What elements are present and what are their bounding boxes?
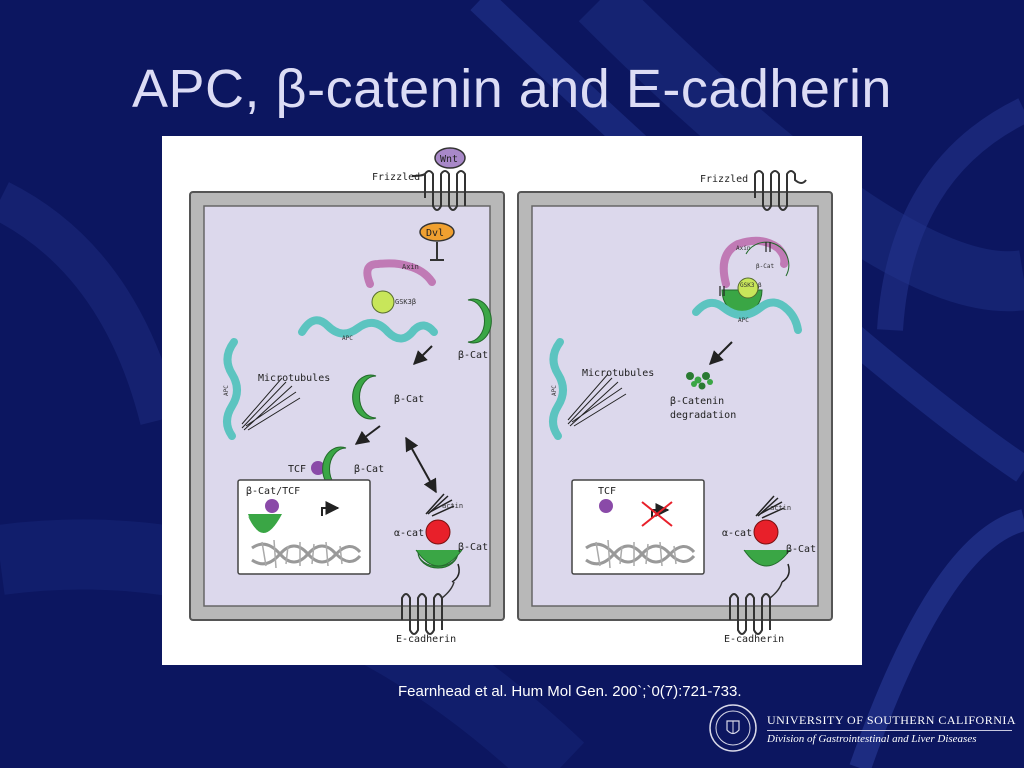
pathway-figure: Frizzled Wnt Dvl Axin GSK3β APC β-Cat AP… <box>162 136 862 665</box>
apc-label-wavy-right: APC <box>738 317 749 324</box>
microtubules-label-right: Microtubules <box>582 368 654 379</box>
beta-cat-label-2: β-Cat <box>394 394 424 405</box>
gsk3b-label-left: GSK3β <box>395 298 416 306</box>
university-name: UNIVERSITY OF SOUTHERN CALIFORNIA <box>767 713 1017 727</box>
axin-left: Axin <box>363 259 436 288</box>
frizzled-label-right: Frizzled <box>700 174 748 185</box>
wnt-label: Wnt <box>440 154 458 165</box>
beta-catenin-cytoplasm-1: β-Cat <box>458 298 492 361</box>
citation: Fearnhead et al. Hum Mol Gen. 200`;`0(7)… <box>398 683 742 700</box>
frizzled-receptor-right <box>754 170 807 211</box>
footer-divider <box>767 730 1012 731</box>
microtubules-apc-left: APC Microtubules <box>223 338 330 440</box>
alpha-cat-label-left: α-cat <box>394 528 424 539</box>
apc-wavy-left: APC <box>298 316 438 343</box>
beta-cat-label-3: β-Cat <box>354 464 384 475</box>
destruction-complex-right: Axin β-Cat GSK3 β APC <box>692 236 802 334</box>
adherens-junction-right: actin α-cat β-Cat <box>722 495 816 583</box>
nucleus-right: TCF <box>571 479 705 575</box>
beta-cat-tcf-label: β-Cat/TCF <box>246 486 300 497</box>
apc-label-vertical-right: APC <box>551 385 558 396</box>
frizzled-receptor-left <box>411 170 466 211</box>
apc-label-vertical-left: APC <box>223 385 230 396</box>
actin-label-right: actin <box>770 504 791 512</box>
tcf-label-right: TCF <box>598 486 616 497</box>
e-cadherin-left: E-cadherin <box>396 581 456 645</box>
transcription-arrow-left <box>321 501 340 516</box>
beta-cat-label-1: β-Cat <box>458 350 488 361</box>
usc-seal-logo <box>709 704 757 752</box>
adherens-junction-left: actin α-cat β-Cat <box>394 493 488 583</box>
frizzled-label-left: Frizzled <box>372 172 420 183</box>
arrow-bidirectional <box>405 436 437 494</box>
e-cadherin-right: E-cadherin <box>724 581 784 645</box>
tcf-label-left: TCF <box>288 464 306 475</box>
dvl-protein: Dvl <box>419 222 455 261</box>
beta-catenin-degradation: β-Catenin degradation <box>670 372 736 421</box>
axin-label-right: Axin <box>736 245 751 252</box>
microtubules-label-left: Microtubules <box>258 373 330 384</box>
arrow-down-1 <box>413 345 433 365</box>
division-name: Division of Gastrointestinal and Liver D… <box>767 733 977 745</box>
beta-catenin-cytoplasm-2: β-Cat <box>352 374 424 420</box>
apc-label-wavy-left: APC <box>342 335 353 342</box>
microtubules-apc-right: APC Microtubules <box>549 338 654 440</box>
gsk3b-left: GSK3β <box>371 290 416 314</box>
axin-label-left: Axin <box>402 263 419 271</box>
degradation-label-line2: degradation <box>670 410 736 421</box>
actin-label-left: actin <box>442 502 463 510</box>
nucleus-left: β-Cat/TCF <box>237 479 371 575</box>
slide-title: APC, β-catenin and E-cadherin <box>132 59 892 119</box>
gsk3b-label-right: GSK3 β <box>740 282 762 289</box>
alpha-cat-label-right: α-cat <box>722 528 752 539</box>
arrow-down-2 <box>354 425 381 445</box>
e-cadherin-label-right: E-cadherin <box>724 634 784 645</box>
beta-cat-label-adh-left: β-Cat <box>458 542 488 553</box>
dvl-label: Dvl <box>426 228 444 239</box>
wnt-ligand: Wnt <box>434 147 466 169</box>
beta-cat-label-right-complex: β-Cat <box>756 263 774 270</box>
e-cadherin-label-left: E-cadherin <box>396 634 456 645</box>
degradation-label-line1: β-Catenin <box>670 396 724 407</box>
blocked-transcription-x <box>641 501 673 527</box>
arrow-to-degradation <box>709 341 733 365</box>
beta-cat-label-adh-right: β-Cat <box>786 544 816 555</box>
